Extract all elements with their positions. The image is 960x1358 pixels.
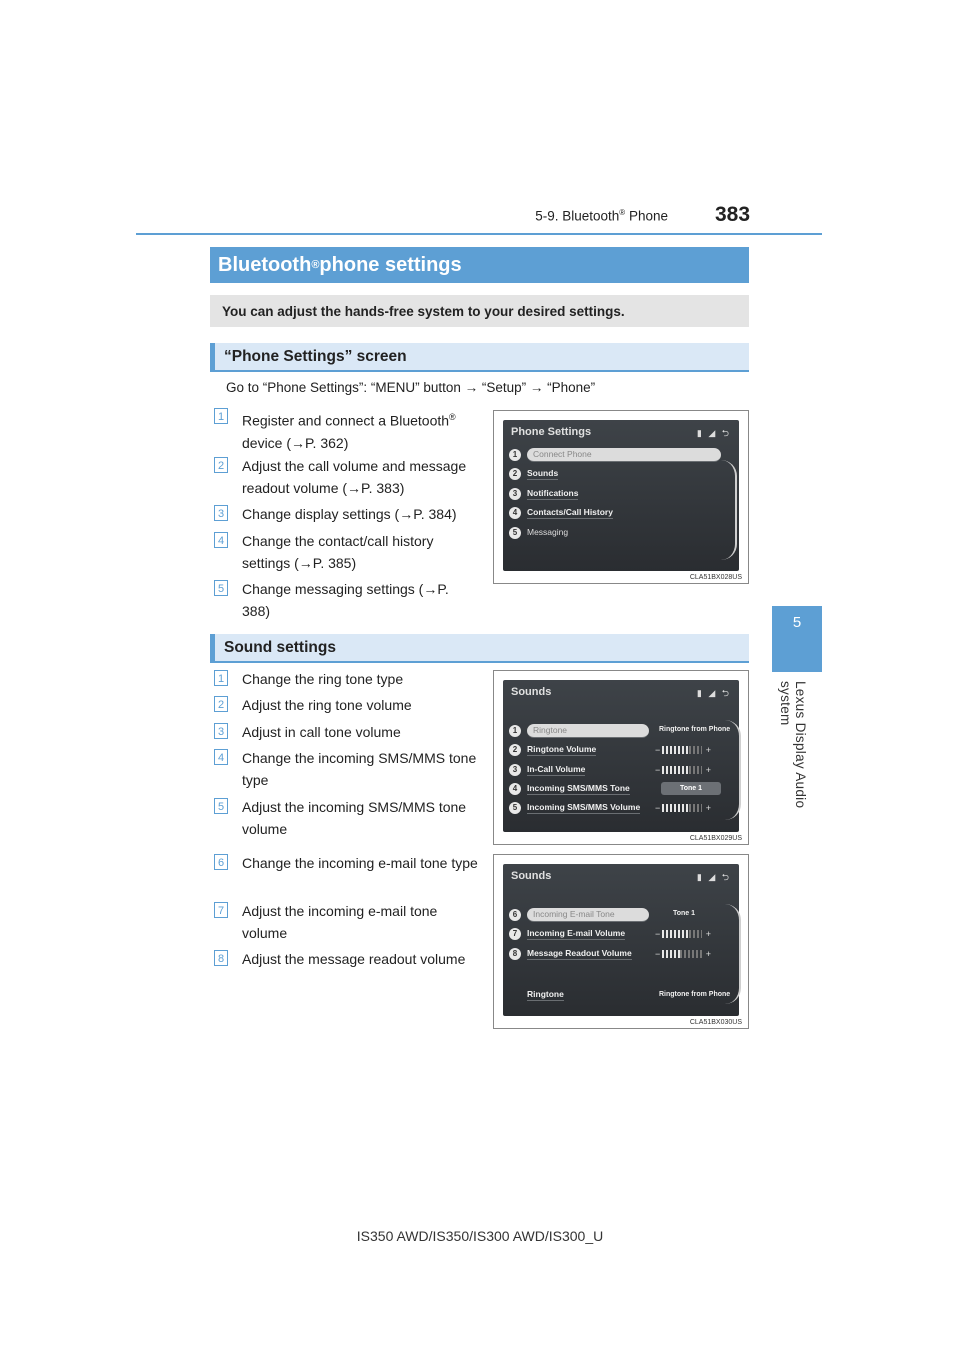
item-text: Change the incoming SMS/MMS tone type	[242, 750, 477, 788]
item-text: Change the ring tone type	[242, 671, 404, 687]
ringtone-value: Ringtone from Phone	[659, 726, 731, 733]
list-item: 3 Adjust in call tone volume	[214, 721, 482, 743]
intro-text: You can adjust the hands-free system to …	[210, 295, 749, 327]
running-header-section: 5-9. Bluetooth® Phone	[535, 208, 668, 224]
status-icons: ▮ ◢ ⮌	[696, 688, 731, 698]
list-item: 2 Adjust the call volume and message rea…	[214, 455, 482, 499]
tone-value: Tone 1	[661, 782, 721, 795]
figure-code: CLA51BX030US	[689, 1019, 742, 1026]
item-text: Adjust the incoming e-mail tone volume	[242, 903, 438, 941]
item-number: 6	[214, 854, 228, 870]
item-number: 5	[214, 798, 228, 814]
chapter-title: Lexus Display Audio system	[778, 681, 808, 809]
list-item: 5 Adjust the incoming SMS/MMS tone volum…	[214, 796, 482, 840]
item-text: Adjust the message readout volume	[242, 951, 466, 967]
item-text: Register and connect a Bluetooth® device…	[242, 412, 456, 451]
chapter-tab: 5	[772, 606, 822, 672]
scroll-arc	[725, 904, 741, 1004]
sound-settings-heading: Sound settings	[210, 634, 749, 663]
scroll-arc	[721, 460, 737, 560]
page-number: 383	[715, 203, 751, 226]
ringtone-value: Ringtone from Phone	[659, 991, 731, 998]
list-item: 5 Change messaging settings (→P. 388)	[214, 578, 482, 622]
list-item: 1 Register and connect a Bluetooth® devi…	[214, 406, 482, 451]
phone-settings-heading: “Phone Settings” screen	[210, 343, 749, 372]
status-icons: ▮ ◢ ⮌	[696, 872, 731, 882]
status-icons: ▮ ◢ ⮌	[696, 428, 731, 438]
volume-bar: −+	[655, 764, 711, 775]
list-item: 7 Adjust the incoming e-mail tone volume	[214, 900, 482, 944]
tone-value: Tone 1	[673, 910, 696, 917]
volume-bar: −+	[655, 802, 711, 813]
item-number: 3	[214, 505, 228, 521]
screen-row: Ringtone	[527, 988, 564, 1001]
list-item: 6 Change the incoming e-mail tone type	[214, 852, 482, 896]
volume-bar: −+	[655, 744, 711, 755]
screen-title: Sounds	[511, 686, 552, 698]
figure-code: CLA51BX028US	[689, 574, 742, 581]
header-rule	[136, 233, 822, 235]
item-text: Adjust the call volume and message reado…	[242, 458, 467, 496]
navigation-path: Go to “Phone Settings”: “MENU” button → …	[226, 380, 596, 395]
scroll-arc	[725, 720, 741, 820]
item-text: Change the incoming e-mail tone type	[242, 855, 478, 871]
list-item: 4 Change the contact/call history settin…	[214, 530, 482, 574]
item-number: 2	[214, 457, 228, 473]
item-number: 5	[214, 580, 228, 596]
item-number: 7	[214, 902, 228, 918]
item-number: 2	[214, 696, 228, 712]
list-item: 2 Adjust the ring tone volume	[214, 694, 482, 716]
volume-bar: −+	[655, 928, 711, 939]
item-text: Change display settings (→P. 384)	[242, 506, 457, 522]
item-number: 8	[214, 950, 228, 966]
screen-title: Sounds	[511, 870, 552, 882]
volume-bar: −+	[655, 948, 711, 959]
item-text: Adjust the incoming SMS/MMS tone volume	[242, 799, 467, 837]
list-item: 3 Change display settings (→P. 384)	[214, 503, 482, 525]
item-text: Change messaging settings (→P. 388)	[242, 581, 449, 619]
item-number: 1	[214, 408, 228, 424]
list-item: 1 Change the ring tone type	[214, 668, 482, 690]
item-number: 1	[214, 670, 228, 686]
item-text: Adjust in call tone volume	[242, 724, 401, 740]
item-text: Adjust the ring tone volume	[242, 697, 412, 713]
list-item: 4 Change the incoming SMS/MMS tone type	[214, 747, 482, 791]
footer-model: IS350 AWD/IS350/IS300 AWD/IS300_U	[356, 1228, 604, 1244]
list-item: 8 Adjust the message readout volume	[214, 948, 482, 970]
page-title: Bluetooth® phone settings	[210, 247, 749, 283]
item-number: 3	[214, 723, 228, 739]
screen-title: Phone Settings	[511, 426, 592, 438]
figure-code: CLA51BX029US	[689, 835, 742, 842]
item-text: Change the contact/call history settings…	[242, 533, 434, 571]
item-number: 4	[214, 532, 228, 548]
item-number: 4	[214, 749, 228, 765]
